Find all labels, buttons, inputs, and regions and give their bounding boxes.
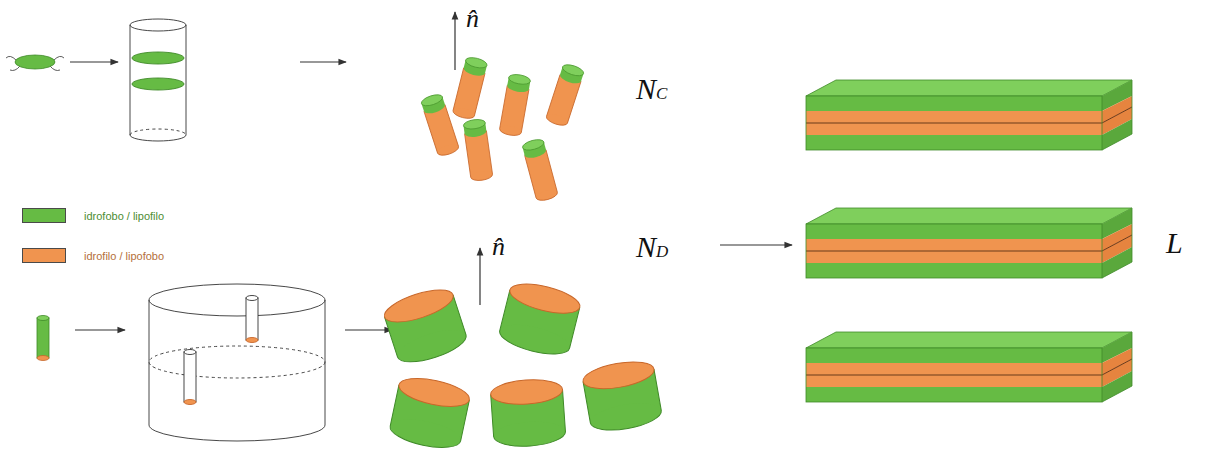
rod-micelles [420,56,585,203]
legend-text: idrofilo / lipofobo [84,250,164,262]
micelle-cylinder [130,19,186,141]
legend-text: idrofobo / lipofilo [84,210,164,222]
director-label: n̂ [466,6,479,32]
legend-swatch [22,208,66,223]
legend-entry: idrofilo / lipofobo [22,248,164,263]
director-label: n̂ [492,234,505,260]
micelle-disc [149,284,325,441]
arrow [70,61,118,62]
phase-label: L [1166,228,1183,258]
rod-molecule [37,316,49,361]
disc-molecule [6,55,64,71]
lamellar-stacks [806,80,1132,402]
director-arrow [479,248,480,305]
phase-label: NC [636,74,667,104]
arrow [75,329,125,330]
legend-entry: idrofobo / lipofilo [22,208,164,223]
phase-label: ND [636,232,668,262]
arrow [345,329,392,330]
arrow [720,244,792,245]
legend-swatch [22,248,66,263]
disc-micelles [381,278,663,453]
director-arrow [454,12,455,70]
arrow [300,61,346,62]
